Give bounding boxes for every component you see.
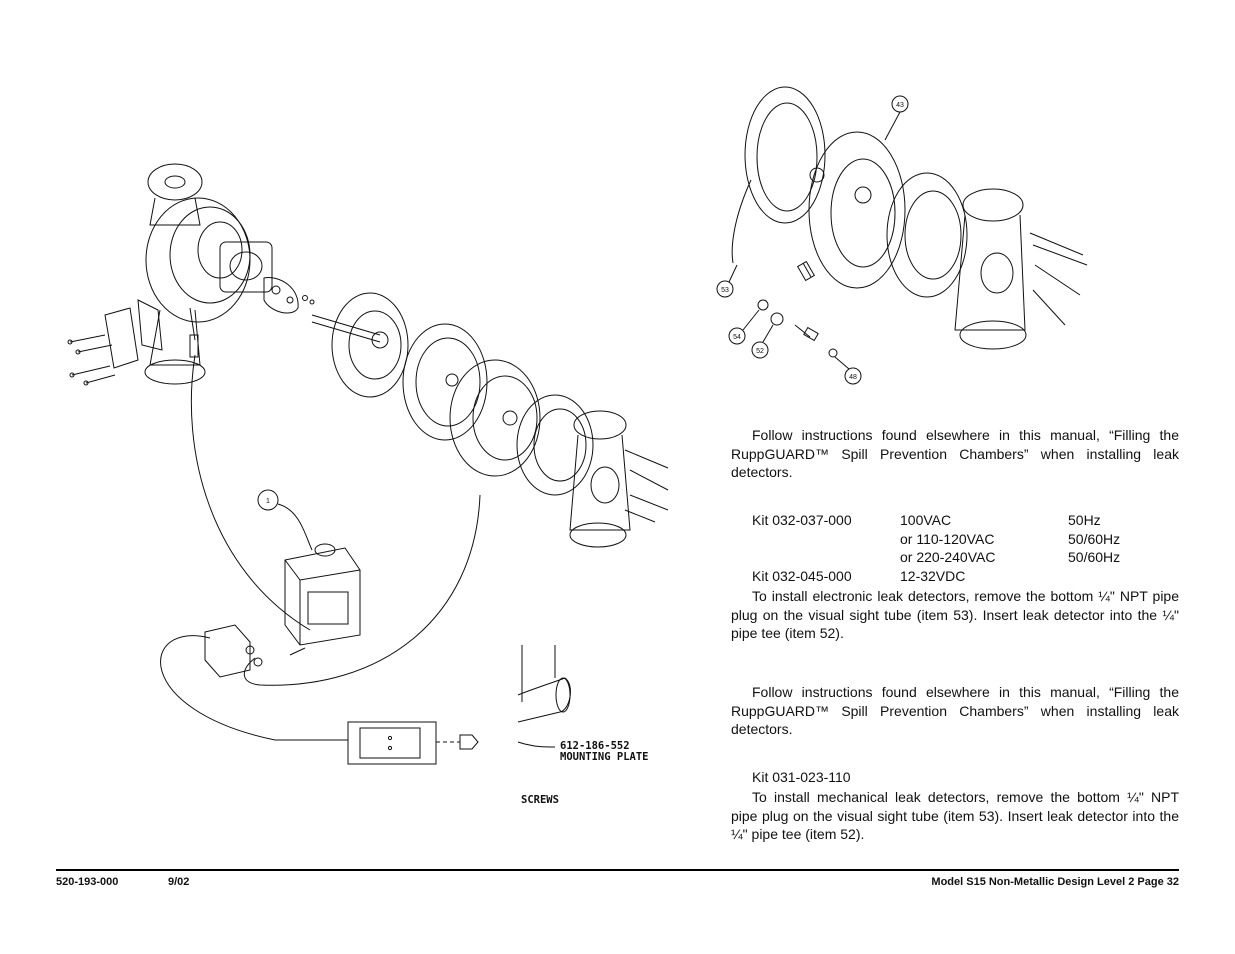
kit-voltage: or 110-120VAC xyxy=(900,530,995,547)
kit-row: Kit 032-045-000 12-32VDC xyxy=(752,567,1182,586)
kit-number: Kit 031-023-110 xyxy=(752,769,851,785)
footer-rule xyxy=(56,869,1179,871)
leak-detector-block-drawing xyxy=(67,299,163,386)
footer-date: 9/02 xyxy=(168,876,190,888)
kit-row: or 220-240VAC 50/60Hz xyxy=(752,548,1182,567)
footer-doc-number: 520-193-000 xyxy=(56,876,119,888)
kit-row: or 110-120VAC 50/60Hz xyxy=(752,530,1182,549)
filling-instructions-paragraph-1: Follow instructions found elsewhere in t… xyxy=(731,427,1179,480)
manifold-drawing xyxy=(569,410,669,548)
mechanical-kit-row: Kit 031-023-110 xyxy=(752,768,1182,787)
kit-frequency: 50Hz xyxy=(1068,512,1101,528)
kit-voltage: or 220-240VAC xyxy=(900,549,996,565)
mechanical-install-paragraph: To install mechanical leak detectors, re… xyxy=(731,789,1179,842)
callout-43: 43 xyxy=(896,102,904,109)
footer-page-info: Model S15 Non-Metallic Design Level 2 Pa… xyxy=(931,876,1179,888)
callout-53: 53 xyxy=(721,287,729,294)
sight-tube-assembly-diagram: 43 53 54 52 48 xyxy=(716,86,1088,385)
kit-row: Kit 032-037-000 100VAC 50Hz xyxy=(752,511,1182,530)
pump-body-drawing xyxy=(144,163,315,385)
mounting-plate-drawing xyxy=(517,645,571,748)
mounting-plate-label: MOUNTING PLATE xyxy=(560,751,649,763)
callout-1: 1 xyxy=(266,498,270,505)
callout-48: 48 xyxy=(849,374,857,381)
kit-number: Kit 032-037-000 xyxy=(752,512,852,528)
callout-54: 54 xyxy=(733,334,741,341)
control-box-drawing xyxy=(204,543,361,678)
mounting-plate-part-number: 612-186-552 xyxy=(560,740,630,752)
callout-52: 52 xyxy=(756,348,764,355)
kit-voltage: 100VAC xyxy=(900,512,952,528)
chamber-plate-drawing xyxy=(744,86,1088,350)
kit-frequency: 50/60Hz xyxy=(1068,549,1121,565)
screws-label: SCREWS xyxy=(521,794,559,806)
kit-frequency: 50/60Hz xyxy=(1068,530,1121,547)
power-supply-drawing xyxy=(275,721,479,765)
electronic-install-paragraph: To install electronic leak detectors, re… xyxy=(731,588,1179,641)
sight-tube-drawing xyxy=(731,179,752,264)
chamber-stack-drawing xyxy=(331,292,594,496)
electronic-leak-detector-diagram: 612-186-552 MOUNTING PLATE SCREWS 1 xyxy=(67,163,669,806)
kit-number: Kit 032-045-000 xyxy=(752,567,852,584)
filling-instructions-paragraph-2: Follow instructions found elsewhere in t… xyxy=(731,684,1179,737)
kit-voltage: 12-32VDC xyxy=(900,567,966,584)
